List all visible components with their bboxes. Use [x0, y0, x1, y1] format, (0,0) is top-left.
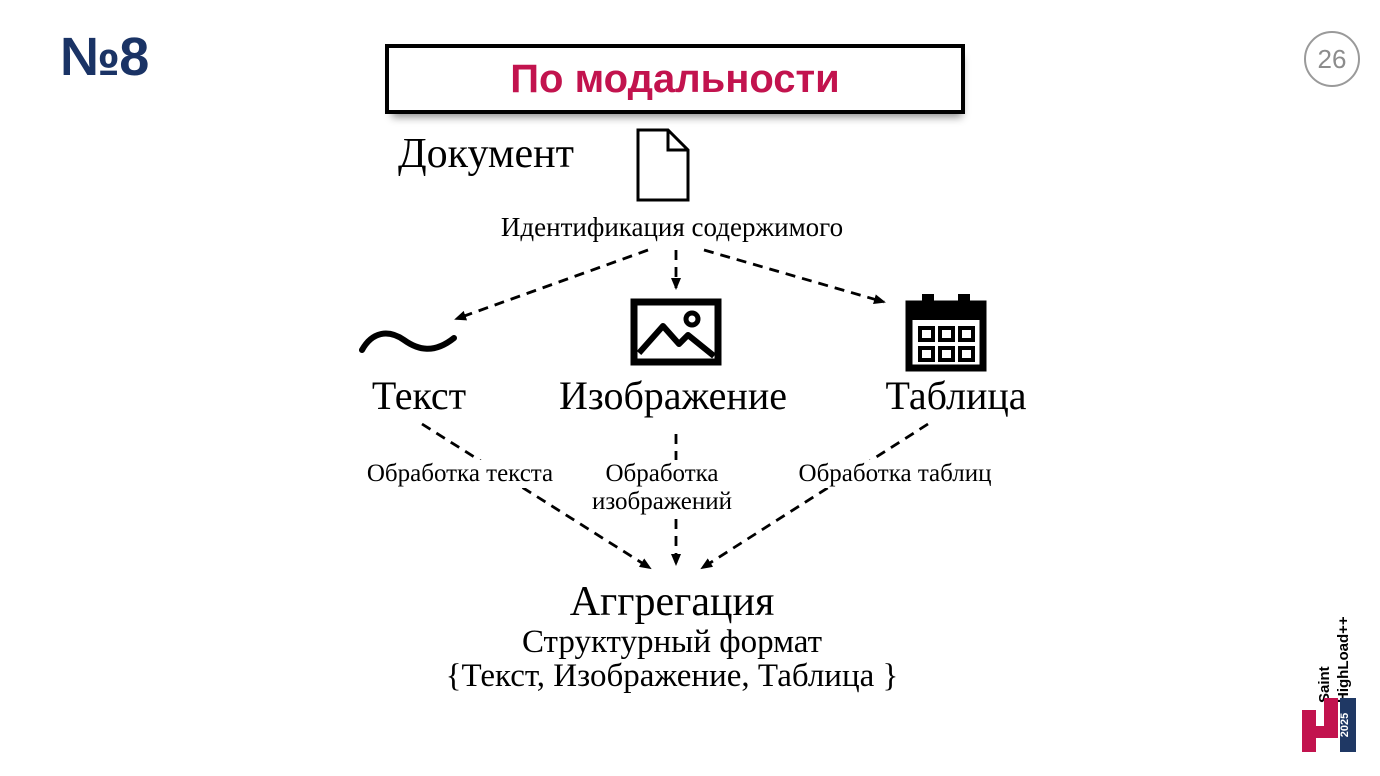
- identification-label: Идентификация содержимого: [500, 212, 844, 242]
- text-wave-icon: [359, 330, 457, 353]
- slide-title: По модальности: [510, 56, 840, 101]
- logo-year: 2025: [1339, 713, 1351, 737]
- aggregation-title: Аггрегация: [569, 579, 775, 625]
- arrow-document-to-table: [703, 248, 886, 305]
- title-box: По модальности: [385, 44, 965, 114]
- document-icon: [636, 128, 690, 202]
- image-icon: [630, 298, 722, 366]
- process-label-text: Обработка текста: [363, 460, 557, 488]
- slide-number: №8: [60, 27, 149, 87]
- page-number-badge: 26: [1304, 31, 1360, 87]
- brand-vertical-text: Saint HighLoad++: [1316, 563, 1354, 703]
- aggregation-format-label: Структурный формат: [521, 624, 823, 660]
- brand-line-saint: Saint: [1316, 666, 1333, 703]
- process-label-image: Обработка изображений: [582, 460, 742, 516]
- process-label-table: Обработка таблиц: [795, 460, 995, 488]
- brand-line-highload: HighLoad++: [1334, 616, 1352, 703]
- branch-label-table: Таблица: [885, 373, 1027, 418]
- highload-logo-icon: 2025: [1302, 698, 1356, 752]
- aggregation-format-set: {Текст, Изображение, Таблица }: [445, 658, 899, 694]
- page-number: 26: [1317, 43, 1347, 74]
- branch-label-text: Текст: [371, 373, 467, 418]
- table-icon: [905, 294, 987, 372]
- document-label: Документ: [398, 131, 574, 177]
- arrow-document-to-text: [454, 248, 649, 321]
- branch-label-image: Изображение: [559, 373, 787, 418]
